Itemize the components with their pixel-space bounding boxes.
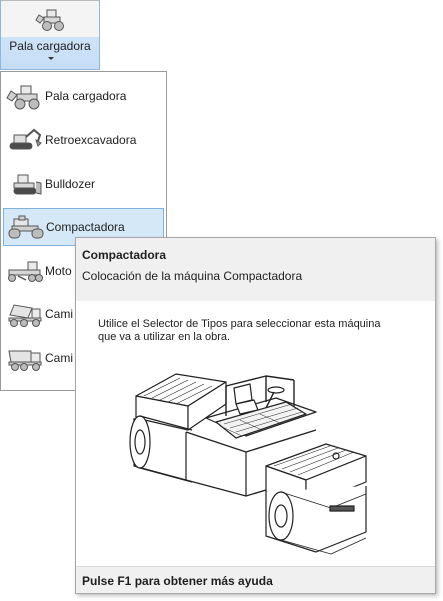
menu-item-label: Pala cargadora (45, 89, 127, 103)
ribbon-machine-button[interactable]: Pala cargadora (0, 0, 100, 70)
menu-item-label: Cami (45, 307, 74, 321)
menu-item-label: Retroexcavadora (45, 133, 137, 147)
ribbon-button-label: Pala cargadora (9, 39, 91, 53)
wheel-loader-icon (6, 85, 40, 110)
menu-item-excavator[interactable]: Retroexcavadora (3, 122, 164, 160)
menu-item-label: Compactadora (46, 220, 125, 234)
tooltip-footer: Pulse F1 para obtener más ayuda (76, 566, 435, 593)
menu-item-motor-grader[interactable]: Moto (3, 253, 164, 291)
bulldozer-icon (13, 174, 42, 195)
menu-item-label: Cami (45, 351, 74, 365)
tooltip-description: Utilice el Selector de Tipos para selecc… (98, 318, 381, 343)
excavator-icon (9, 128, 42, 150)
menu-item-bulldozer[interactable]: Bulldozer (3, 166, 164, 204)
menu-item-label: Moto (45, 264, 72, 278)
tooltip-panel: Compactadora Colocación de la máquina Co… (75, 237, 436, 594)
compactor-icon (8, 215, 44, 239)
tooltip-title: Compactadora (82, 248, 167, 262)
menu-item-dump-truck[interactable]: Cami (3, 340, 164, 378)
menu-item-label: Bulldozer (45, 177, 96, 191)
menu-item-mixer-truck[interactable]: Cami (3, 296, 164, 334)
tooltip-help-text: Pulse F1 para obtener más ayuda (82, 574, 273, 588)
wheel-loader-icon (35, 9, 64, 31)
motor-grader-icon (8, 261, 43, 282)
mixer-truck-icon (8, 304, 42, 327)
compactor-illustration (129, 373, 367, 555)
tooltip-subtitle: Colocación de la máquina Compactadora (82, 269, 303, 283)
menu-item-wheel-loader[interactable]: Pala cargadora (3, 78, 164, 116)
chevron-down-icon[interactable] (48, 57, 54, 60)
tooltip-header: Compactadora Colocación de la máquina Co… (76, 238, 435, 301)
dump-truck-icon (8, 350, 42, 371)
